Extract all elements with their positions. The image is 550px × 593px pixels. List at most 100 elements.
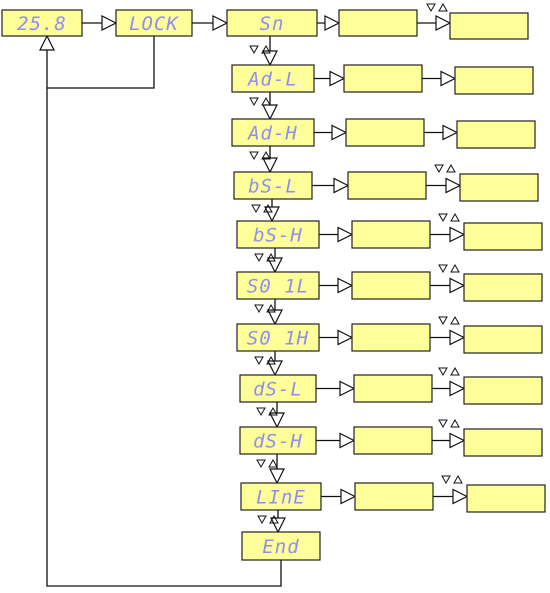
param-setting-box-6 (463, 325, 543, 354)
arrow-icon (262, 50, 278, 67)
param-value-box-7 (353, 374, 433, 403)
param-box-5: S0 1L (236, 271, 320, 300)
sn-value-box-frame (338, 9, 418, 37)
up-key-icon (450, 263, 460, 273)
param-box-8-frame (239, 426, 317, 455)
arrow-icon (449, 226, 466, 243)
end-display-box-text: End (262, 536, 299, 558)
down-key-icon (441, 475, 451, 485)
param-value-box-1-frame (343, 64, 423, 93)
param-value-box-5 (351, 271, 431, 300)
down-up-keys-icon (438, 212, 460, 223)
param-box-9-frame (240, 482, 322, 511)
up-key-icon (453, 474, 463, 484)
value-display-box: 25.8 (1, 9, 83, 37)
down-up-keys-icon (441, 474, 463, 485)
sn-value-box (338, 9, 418, 37)
param-value-box-3 (347, 171, 427, 200)
param-box-7: dS-L (239, 374, 317, 403)
arrow-icon (452, 488, 469, 505)
arrow-icon (329, 70, 346, 87)
param-box-7-frame (239, 374, 317, 403)
down-key-icon (438, 367, 448, 377)
down-key-icon (426, 3, 436, 13)
down-up-keys-icon (249, 44, 271, 55)
down-up-keys-icon (438, 366, 460, 377)
sn-setting-box-frame (449, 12, 529, 40)
down-up-keys-icon (434, 163, 456, 174)
param-value-box-2-frame (345, 118, 425, 147)
arrow-icon (39, 34, 55, 51)
param-value-box-1 (343, 64, 423, 93)
arrow-icon (339, 380, 356, 397)
param-setting-box-3-frame (459, 173, 539, 202)
param-box-7-text: dS-L (253, 379, 303, 401)
param-setting-box-1 (454, 66, 534, 95)
connector-lines (39, 2, 469, 587)
param-box-5-frame (236, 271, 320, 300)
lock-return-line (47, 36, 155, 89)
param-setting-box-8 (463, 428, 543, 457)
up-key-icon (268, 406, 278, 416)
down-key-icon (249, 45, 259, 55)
up-key-icon (450, 212, 460, 222)
down-key-icon (257, 515, 267, 525)
param-setting-box-9-frame (466, 484, 546, 513)
param-value-box-7-frame (353, 374, 433, 403)
end-display-box-frame (241, 531, 321, 561)
menu-entry-display-box-frame (226, 9, 318, 37)
down-up-keys-icon (438, 263, 460, 274)
arrow-icon (212, 15, 229, 31)
up-key-icon (261, 150, 271, 160)
down-key-icon (438, 419, 448, 429)
down-up-keys-icon (438, 315, 460, 326)
arrow-icon (339, 432, 356, 449)
up-key-icon (266, 252, 276, 262)
param-box-3-text: bS-L (248, 176, 298, 198)
param-setting-box-6-frame (463, 325, 543, 354)
param-box-2: Ad-H (231, 118, 315, 147)
arrow-icon (440, 70, 457, 87)
down-key-icon (438, 213, 448, 223)
lock-display-box-frame (115, 9, 193, 37)
arrow-icon (269, 412, 285, 429)
param-value-box-8-frame (353, 426, 433, 455)
down-up-keys-icon (249, 96, 271, 107)
arrow-icon (333, 177, 350, 194)
up-key-icon (438, 2, 448, 12)
arrow-icon (101, 15, 118, 31)
param-value-box-6 (351, 323, 431, 352)
up-key-icon (446, 163, 456, 173)
param-value-box-2 (345, 118, 425, 147)
arrow-icon (270, 517, 286, 534)
down-key-icon (254, 356, 264, 366)
param-box-9: LInE (240, 482, 322, 511)
param-value-box-4 (351, 220, 431, 249)
menu-entry-display-box: Sn (226, 9, 318, 37)
up-key-icon (450, 366, 460, 376)
arrow-icon (340, 488, 357, 505)
arrow-icon (449, 277, 466, 294)
param-box-2-text: Ad-H (247, 123, 298, 145)
down-key-icon (254, 253, 264, 263)
menu-entry-display-box-text: Sn (260, 13, 285, 35)
arrow-icon (324, 15, 341, 31)
param-value-box-5-frame (351, 271, 431, 300)
param-value-box-6-frame (351, 323, 431, 352)
up-key-icon (450, 315, 460, 325)
param-box-1-frame (231, 64, 315, 93)
param-box-8-text: dS-H (253, 431, 303, 453)
end-display-box: End (241, 531, 321, 561)
down-key-icon (256, 459, 266, 469)
param-setting-box-2-frame (456, 120, 536, 149)
down-key-icon (256, 407, 266, 417)
down-up-keys-icon (254, 355, 276, 366)
param-setting-box-4 (463, 222, 543, 251)
lock-display-box-text: LOCK (129, 13, 179, 35)
down-key-icon (249, 97, 259, 107)
param-box-4-text: bS-H (253, 225, 303, 247)
param-box-3-frame (233, 171, 313, 200)
param-value-box-3-frame (347, 171, 427, 200)
param-box-6-frame (236, 323, 320, 352)
